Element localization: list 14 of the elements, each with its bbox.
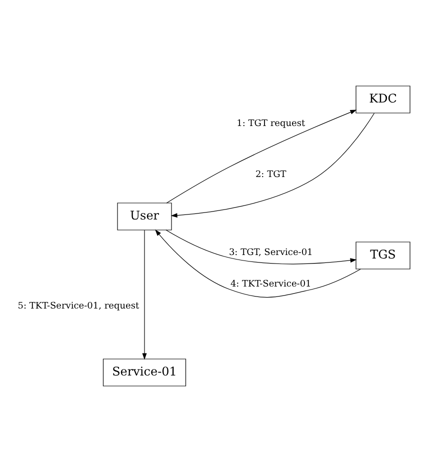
edge-label: 4: TKT-Service-01 [230, 279, 312, 290]
node-box: TGS [356, 241, 410, 269]
arrow [170, 112, 375, 218]
edge-label: 2: TGT [255, 170, 286, 180]
node-box: Service-01 [102, 358, 186, 386]
edge-label: 5: TKT-Service-01, request [18, 301, 140, 312]
node-box: KDC [356, 85, 410, 113]
edge-label: 1: TGT request [236, 118, 306, 129]
arrow [166, 109, 357, 203]
arrow [142, 229, 147, 360]
arrow [155, 229, 361, 298]
node-box: User [117, 202, 172, 230]
arrow [166, 229, 357, 264]
edge-label: 3: TGT, Service-01 [228, 248, 313, 258]
